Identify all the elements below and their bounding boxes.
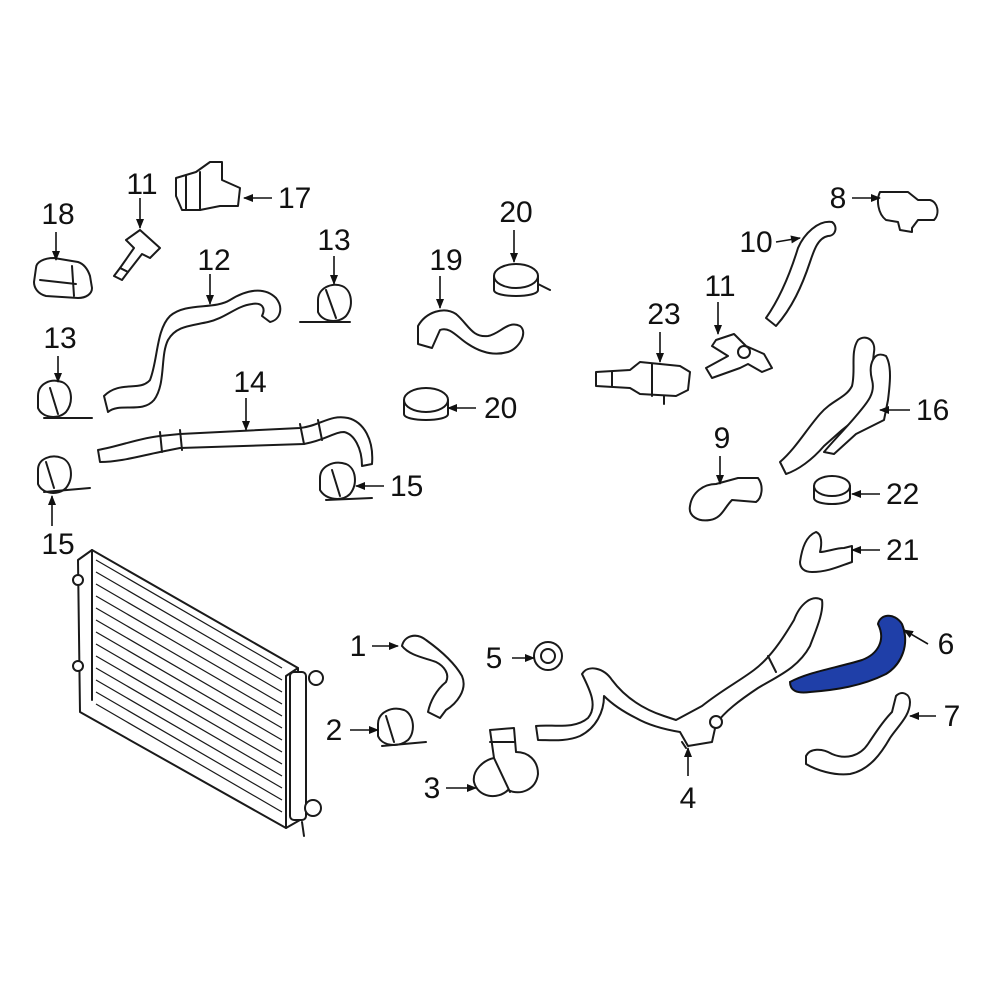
part-3-fitting — [472, 727, 539, 798]
callout-6: 6 — [938, 628, 955, 661]
part-21-hose — [799, 531, 853, 573]
callout-11-left: 11 — [126, 168, 157, 201]
callout-15-left: 15 — [41, 528, 74, 561]
part-5-oring — [533, 641, 563, 671]
callout-19: 19 — [429, 244, 462, 277]
part-9-hose — [688, 477, 763, 522]
callout-11-right: 11 — [704, 270, 735, 303]
part-18-connector — [33, 257, 93, 299]
callout-23: 23 — [647, 298, 680, 331]
part-11-tee-left — [113, 229, 161, 281]
callout-12: 12 — [197, 244, 230, 277]
part-16-pipe — [779, 336, 891, 475]
callout-16: 16 — [916, 394, 949, 427]
callout-8: 8 — [830, 182, 847, 215]
callout-7: 7 — [944, 700, 961, 733]
callout-20-top: 20 — [499, 196, 532, 229]
part-8-sensor — [877, 191, 939, 233]
radiator — [72, 549, 324, 837]
part-6-hose-highlighted — [788, 614, 907, 694]
part-13-clamp-left — [37, 379, 93, 419]
part-4-pipe — [535, 597, 824, 749]
part-20-clamp-top — [493, 263, 551, 297]
callout-leaders — [48, 194, 936, 792]
callout-9: 9 — [714, 422, 731, 455]
callout-21: 21 — [886, 534, 919, 567]
callout-3: 3 — [424, 772, 441, 805]
callout-labels: 11 18 17 12 13 13 14 15 15 19 20 20 23 1… — [41, 168, 960, 815]
part-15-clamp-right — [319, 461, 373, 501]
callout-4: 4 — [680, 782, 697, 815]
part-14-hose — [97, 416, 374, 467]
part-20-clamp-mid — [403, 387, 449, 421]
callout-1: 1 — [350, 630, 367, 663]
part-7-hose — [805, 692, 911, 776]
part-17-sensor — [175, 161, 241, 211]
part-23-valve — [595, 361, 691, 405]
callout-2: 2 — [326, 714, 343, 747]
part-11-tee-right — [705, 333, 773, 379]
part-12-hose — [103, 289, 282, 413]
part-15-clamp-left — [37, 455, 91, 494]
callout-18: 18 — [41, 198, 74, 231]
callout-13-left: 13 — [43, 322, 76, 355]
callout-14: 14 — [233, 366, 266, 399]
callout-15-right: 15 — [390, 470, 423, 503]
part-1-hose — [401, 634, 465, 719]
callout-17: 17 — [278, 182, 311, 215]
part-2-clamp — [377, 707, 427, 747]
callout-20-mid: 20 — [484, 392, 517, 425]
callout-22: 22 — [886, 478, 919, 511]
callout-13-top: 13 — [317, 224, 350, 257]
part-22-clamp — [813, 475, 851, 505]
part-10-hose — [765, 220, 837, 327]
part-19-hose — [417, 309, 525, 355]
part-13-clamp-top — [299, 283, 352, 323]
callout-5: 5 — [486, 642, 503, 675]
callout-10: 10 — [739, 226, 772, 259]
